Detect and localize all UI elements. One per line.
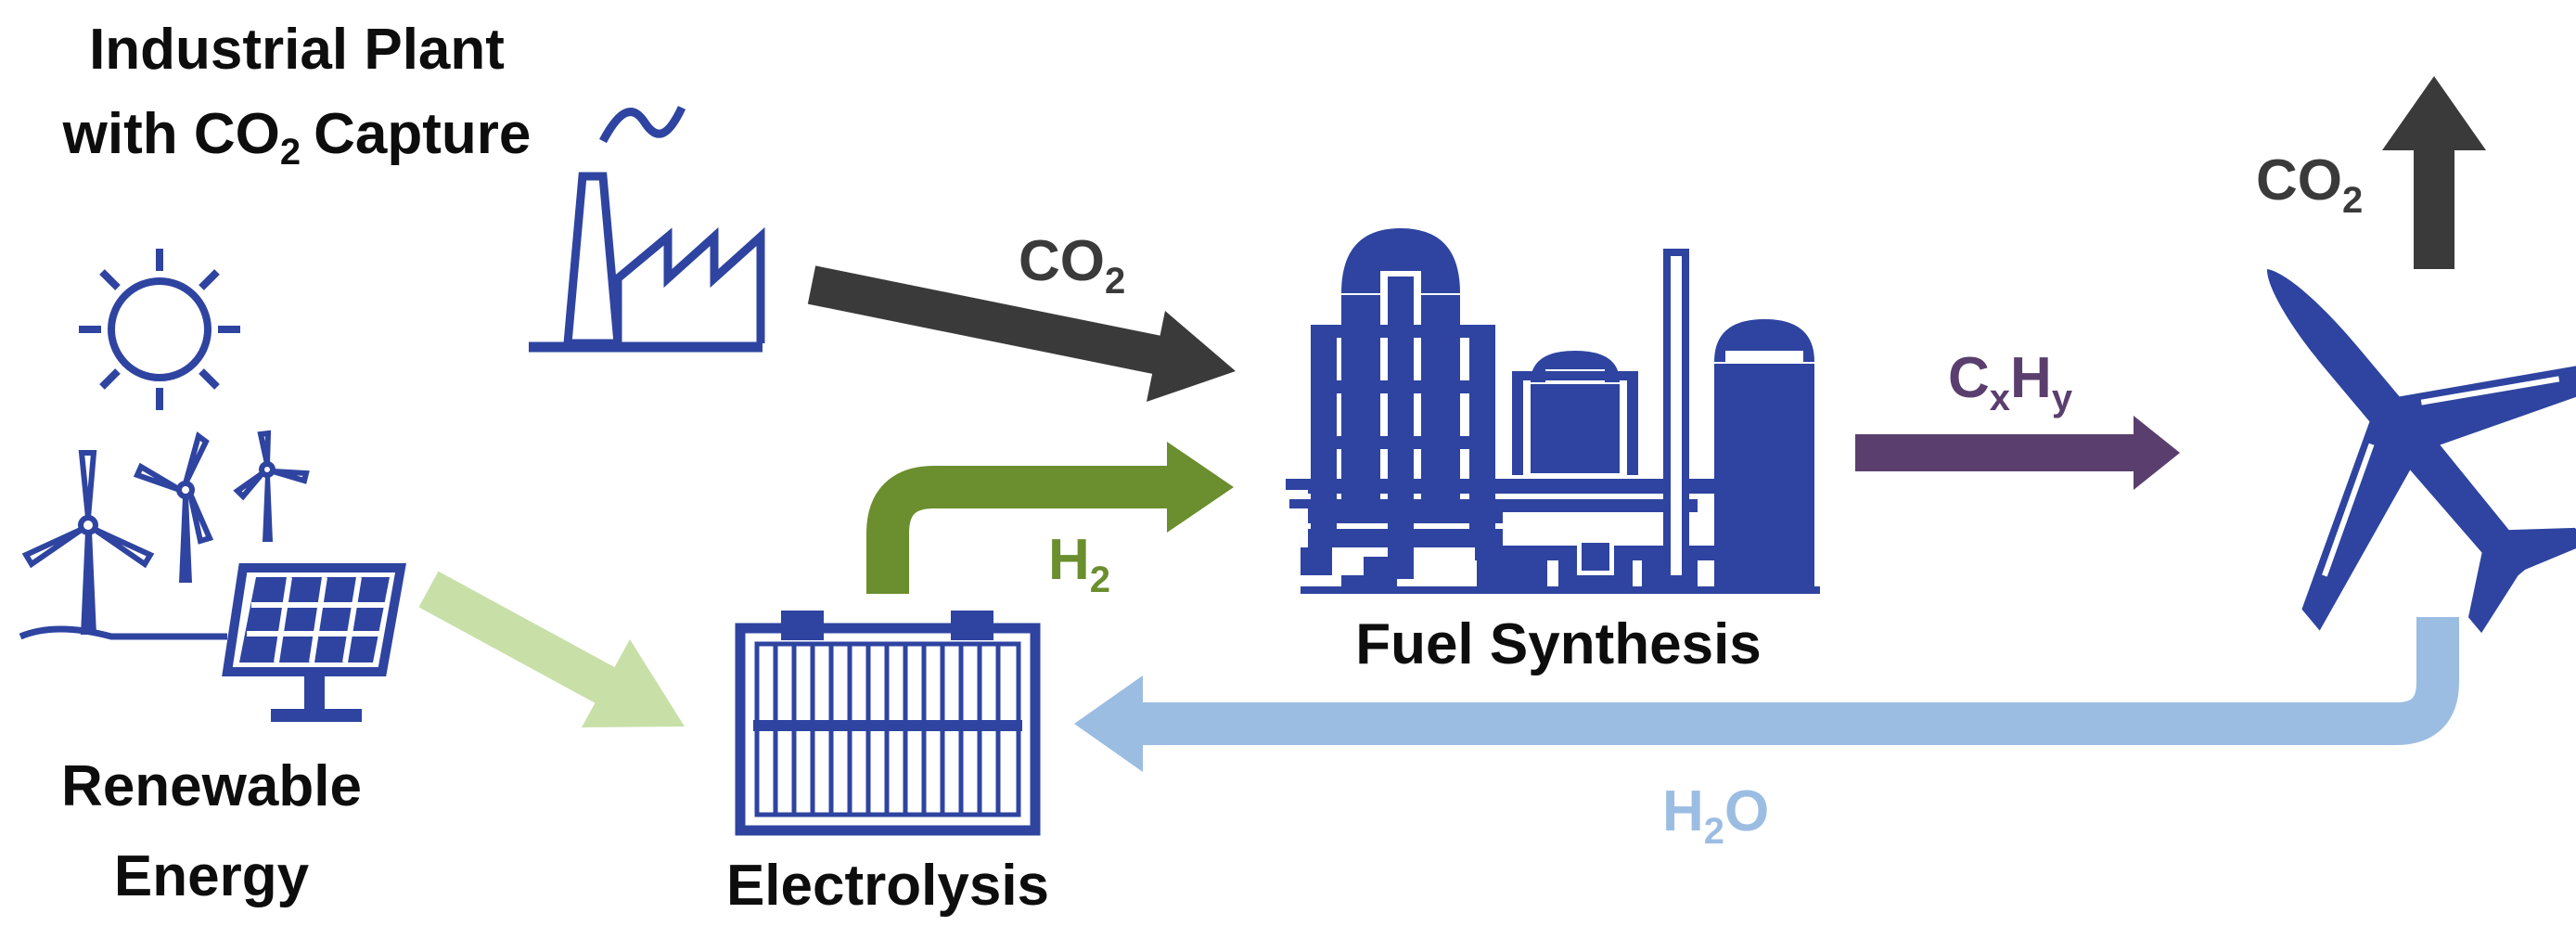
co2-input-main: CO — [1019, 229, 1105, 293]
co2-input-sub: 2 — [1105, 261, 1125, 302]
co2-input-arrow — [807, 265, 1236, 402]
h2-main: H — [1048, 528, 1090, 592]
sun-icon — [79, 249, 240, 410]
renewable-label: Renewable — [61, 754, 362, 818]
h2o-return-arrow — [1074, 617, 2459, 772]
renewable-to-electrolysis-arrow — [418, 571, 685, 727]
hydrocarbon-arrow — [1855, 416, 2180, 490]
electrolyzer-icon — [735, 611, 1041, 836]
airplane-icon — [2266, 268, 2576, 634]
factory-icon — [529, 106, 765, 353]
co2-emission-arrow — [2382, 76, 2486, 269]
h2-sub: 2 — [1090, 560, 1110, 600]
h2-label: H2 — [1048, 528, 1110, 600]
h2o-sub: 2 — [1704, 811, 1724, 852]
wind-turbine-icon — [19, 430, 310, 640]
electrolysis-label: Electrolysis — [726, 854, 1049, 918]
h2o-label: H2O — [1662, 779, 1769, 852]
hydrocarbon-y: y — [2052, 378, 2073, 418]
h2o-o: O — [1724, 779, 1769, 843]
h2-arrow — [866, 442, 1234, 594]
co2-output-sub: 2 — [2342, 180, 2363, 221]
co2-output-label: CO2 — [2256, 148, 2363, 221]
hydrocarbon-x: x — [1990, 378, 2010, 418]
co2-output-main: CO — [2256, 148, 2342, 212]
hydrocarbon-c: C — [1948, 346, 1990, 410]
energy-label: Energy — [114, 844, 310, 908]
hydrocarbon-h: H — [2010, 346, 2052, 410]
h2o-h: H — [1662, 779, 1704, 843]
co2-capture-label: with CO2 Capture — [62, 102, 532, 173]
solar-panel-icon — [222, 563, 406, 722]
capture-subscript: 2 — [280, 132, 301, 173]
capture-prefix: with CO — [62, 102, 280, 166]
fuel-synthesis-label: Fuel Synthesis — [1355, 612, 1762, 676]
capture-suffix: Capture — [314, 102, 531, 166]
industrial-plant-title: Industrial Plant — [89, 18, 505, 82]
refinery-icon — [1286, 228, 1820, 594]
co2-input-label: CO2 — [1019, 229, 1125, 302]
hydrocarbon-label: CxHy — [1948, 346, 2073, 418]
